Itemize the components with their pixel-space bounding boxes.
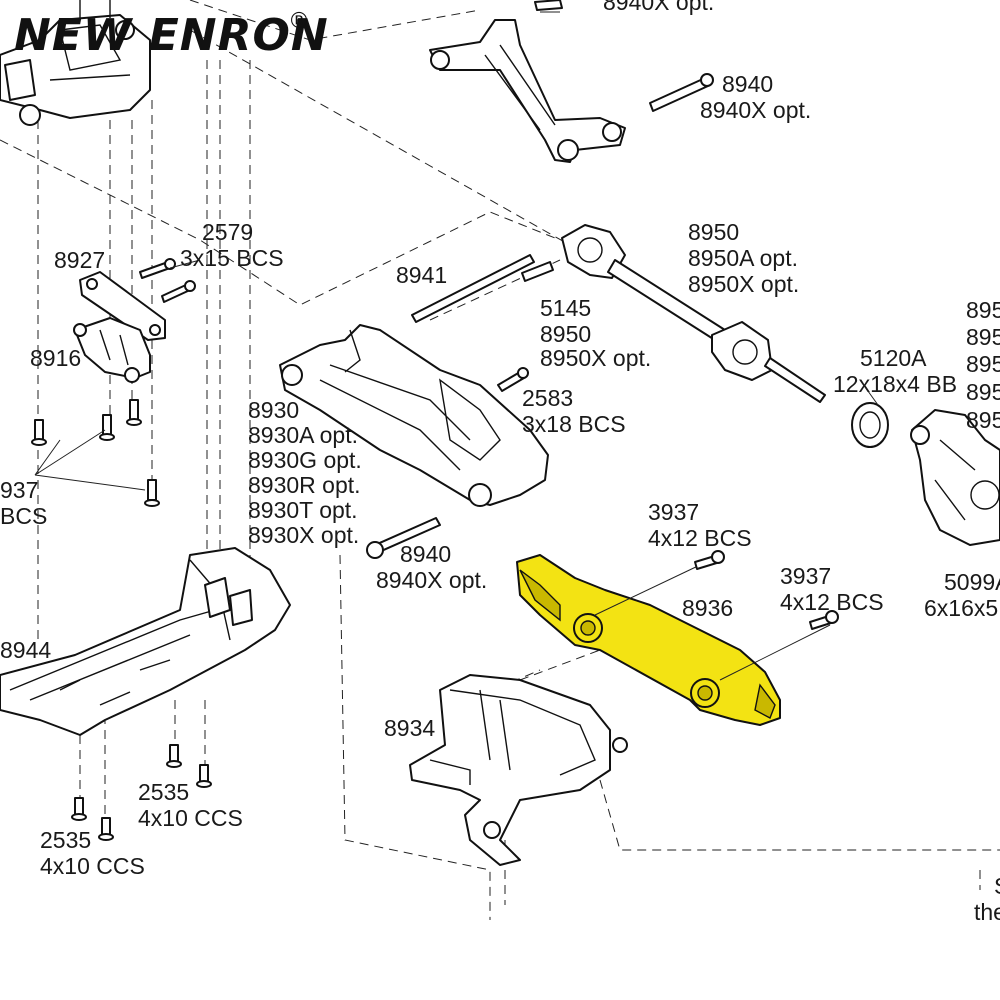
label-8930x: 8930X opt. (248, 522, 359, 548)
brand-name: NEW ENRON (14, 10, 329, 61)
label-5145-8950x: 8950X opt. (540, 345, 651, 371)
label-5099a: 5099A (944, 569, 1000, 595)
label-895-4: 895 (966, 379, 1000, 405)
lower-suspension-arm-8930 (279, 324, 549, 507)
label-895-3: 895 (966, 351, 1000, 377)
label-2535-1: 2535 (138, 779, 189, 805)
label-5145-8950: 8950 (540, 321, 591, 347)
label-2579: 2579 (202, 219, 253, 245)
bearing-5120a (851, 402, 889, 448)
screw-2579 (139, 258, 196, 303)
label-2535-1-size: 4x10 CCS (138, 805, 243, 831)
part-labels: 8940X opt. 8940 8940X opt. 2579 3x15 BCS… (0, 0, 1000, 925)
label-8950a: 8950A opt. (688, 245, 798, 271)
screws-2535 (71, 744, 212, 841)
label-3937-1: 3937 (648, 499, 699, 525)
gearbox-housing (0, 0, 151, 126)
label-8941: 8941 (396, 262, 447, 288)
label-3937-1-size: 4x12 BCS (648, 525, 752, 551)
label-8930: 8930 (248, 397, 299, 423)
label-8927: 8927 (54, 247, 105, 273)
label-2583-size: 3x18 BCS (522, 411, 626, 437)
label-8930g: 8930G opt. (248, 447, 362, 473)
driveshaft-8950 (561, 224, 826, 403)
label-8930t: 8930T opt. (248, 497, 358, 523)
label-8940x-top: 8940X opt. (603, 0, 714, 15)
link-plate-8927 (79, 271, 166, 341)
label-3937-2: 3937 (780, 563, 831, 589)
label-8940x: 8940X opt. (700, 97, 811, 123)
label-937-bcs: BCS (0, 503, 47, 529)
label-2579-size: 3x15 BCS (180, 245, 284, 271)
label-8940: 8940 (722, 71, 773, 97)
label-8940x-mid: 8940X opt. (376, 567, 487, 593)
chassis-skid-8944 (0, 547, 291, 736)
brand-registered-mark: ® (288, 9, 310, 34)
label-8930a: 8930A opt. (248, 422, 358, 448)
label-edge-s: S (994, 873, 1000, 899)
screws-937 (31, 399, 160, 507)
label-895-2: 895 (966, 324, 1000, 350)
label-8916: 8916 (30, 345, 81, 371)
screw-2583 (497, 367, 529, 392)
pin-5145 (521, 261, 554, 282)
label-5120a: 5120A (860, 345, 927, 371)
hinge-pin-8941 (411, 254, 535, 323)
hinge-pin-8940 (366, 517, 441, 559)
screws-3937 (694, 550, 839, 630)
label-8944: 8944 (0, 637, 51, 663)
label-5120a-size: 12x18x4 BB (833, 371, 957, 397)
mount-8916 (73, 317, 151, 383)
leader-lines (169, 259, 879, 406)
label-2583: 2583 (522, 385, 573, 411)
label-edge-the: the (974, 899, 1000, 925)
label-3937-2-size: 4x12 BCS (780, 589, 884, 615)
bumper-mount-8934 (409, 674, 628, 866)
assembly-guide-lines (0, 0, 1000, 920)
label-8950x: 8950X opt. (688, 271, 799, 297)
label-8930r: 8930R opt. (248, 472, 361, 498)
hub-carrier (910, 409, 1000, 546)
label-8936: 8936 (682, 595, 733, 621)
label-895-1: 895 (966, 297, 1000, 323)
upper-suspension-arm (429, 19, 626, 163)
label-2535-2-size: 4x10 CCS (40, 853, 145, 879)
bumper-8936-highlighted (516, 554, 831, 726)
hinge-pin-upper (534, 0, 714, 112)
label-5145: 5145 (540, 295, 591, 321)
label-5099a-size: 6x16x5 (924, 595, 998, 621)
label-2535-2: 2535 (40, 827, 91, 853)
label-8940-mid: 8940 (400, 541, 451, 567)
label-8950: 8950 (688, 219, 739, 245)
brand-logo: NEW ENRON ® (14, 9, 329, 61)
label-8934: 8934 (384, 715, 435, 741)
label-895-5: 895 (966, 407, 1000, 433)
label-937: 937 (0, 477, 38, 503)
